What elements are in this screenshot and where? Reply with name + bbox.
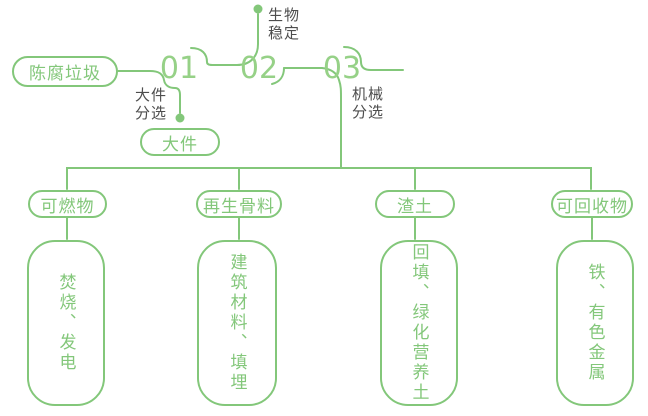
detail-box-building-material-landfill: 建筑材料、填埋	[197, 240, 277, 406]
line-stage1-to-stage2	[190, 47, 238, 66]
category-label: 可燃物	[40, 196, 95, 216]
bulky-branch-dot	[175, 113, 185, 123]
branch-mechanical-drop	[321, 67, 342, 169]
category-node-slag-soil: 渣土	[375, 190, 455, 218]
stage2-label-line1: 生物	[268, 7, 301, 24]
stage3-label-line1: 机械	[352, 86, 385, 103]
category-label: 渣土	[397, 196, 433, 216]
detail-box-iron-nonferrous-metal: 铁、有色金属	[556, 240, 634, 406]
root-node-label: 陈腐垃圾	[29, 64, 101, 83]
category-node-recycled-aggregate: 再生骨料	[196, 190, 282, 218]
stage-number-3: 03	[322, 51, 362, 86]
detail-text: 铁、有色金属	[585, 263, 605, 383]
category-label: 再生骨料	[203, 196, 275, 216]
biostable-dot	[253, 4, 263, 14]
output-node-bulky-label: 大件	[162, 134, 198, 154]
detail-text: 回填、绿化营养土	[409, 243, 429, 403]
stage3-label-line2: 分选	[352, 104, 385, 121]
category-node-combustibles: 可燃物	[28, 190, 107, 218]
hook-after-stage2	[271, 67, 285, 85]
stage1-label-line1: 大件	[135, 87, 168, 104]
detail-text: 建筑材料、填埋	[227, 253, 247, 393]
line-stage3-tail	[343, 46, 404, 71]
detail-box-backfill-nutrient-soil: 回填、绿化营养土	[380, 240, 458, 406]
detail-box-incineration-power: 焚烧、发电	[27, 240, 105, 406]
stage1-label-bulky-sorting: 大件 分选	[135, 87, 167, 123]
stage2-label-line2: 稳定	[268, 25, 301, 42]
distribution-line	[66, 167, 592, 190]
category-label: 可回收物	[556, 196, 628, 216]
stage1-label-line2: 分选	[135, 105, 168, 122]
category-node-recyclables: 可回收物	[551, 190, 633, 218]
line-root-to-stage1	[117, 70, 181, 114]
stage-number-2: 02	[239, 51, 279, 86]
stage2-label-bio-stabilization: 生物 稳定	[268, 7, 300, 43]
stage-number-1: 01	[159, 51, 199, 86]
root-node-aged-waste: 陈腐垃圾	[12, 56, 118, 87]
line-biostable-drop	[236, 13, 259, 66]
output-node-bulky: 大件	[140, 128, 220, 156]
stage3-label-mechanical-sorting: 机械 分选	[352, 86, 384, 122]
detail-text: 焚烧、发电	[56, 273, 76, 373]
